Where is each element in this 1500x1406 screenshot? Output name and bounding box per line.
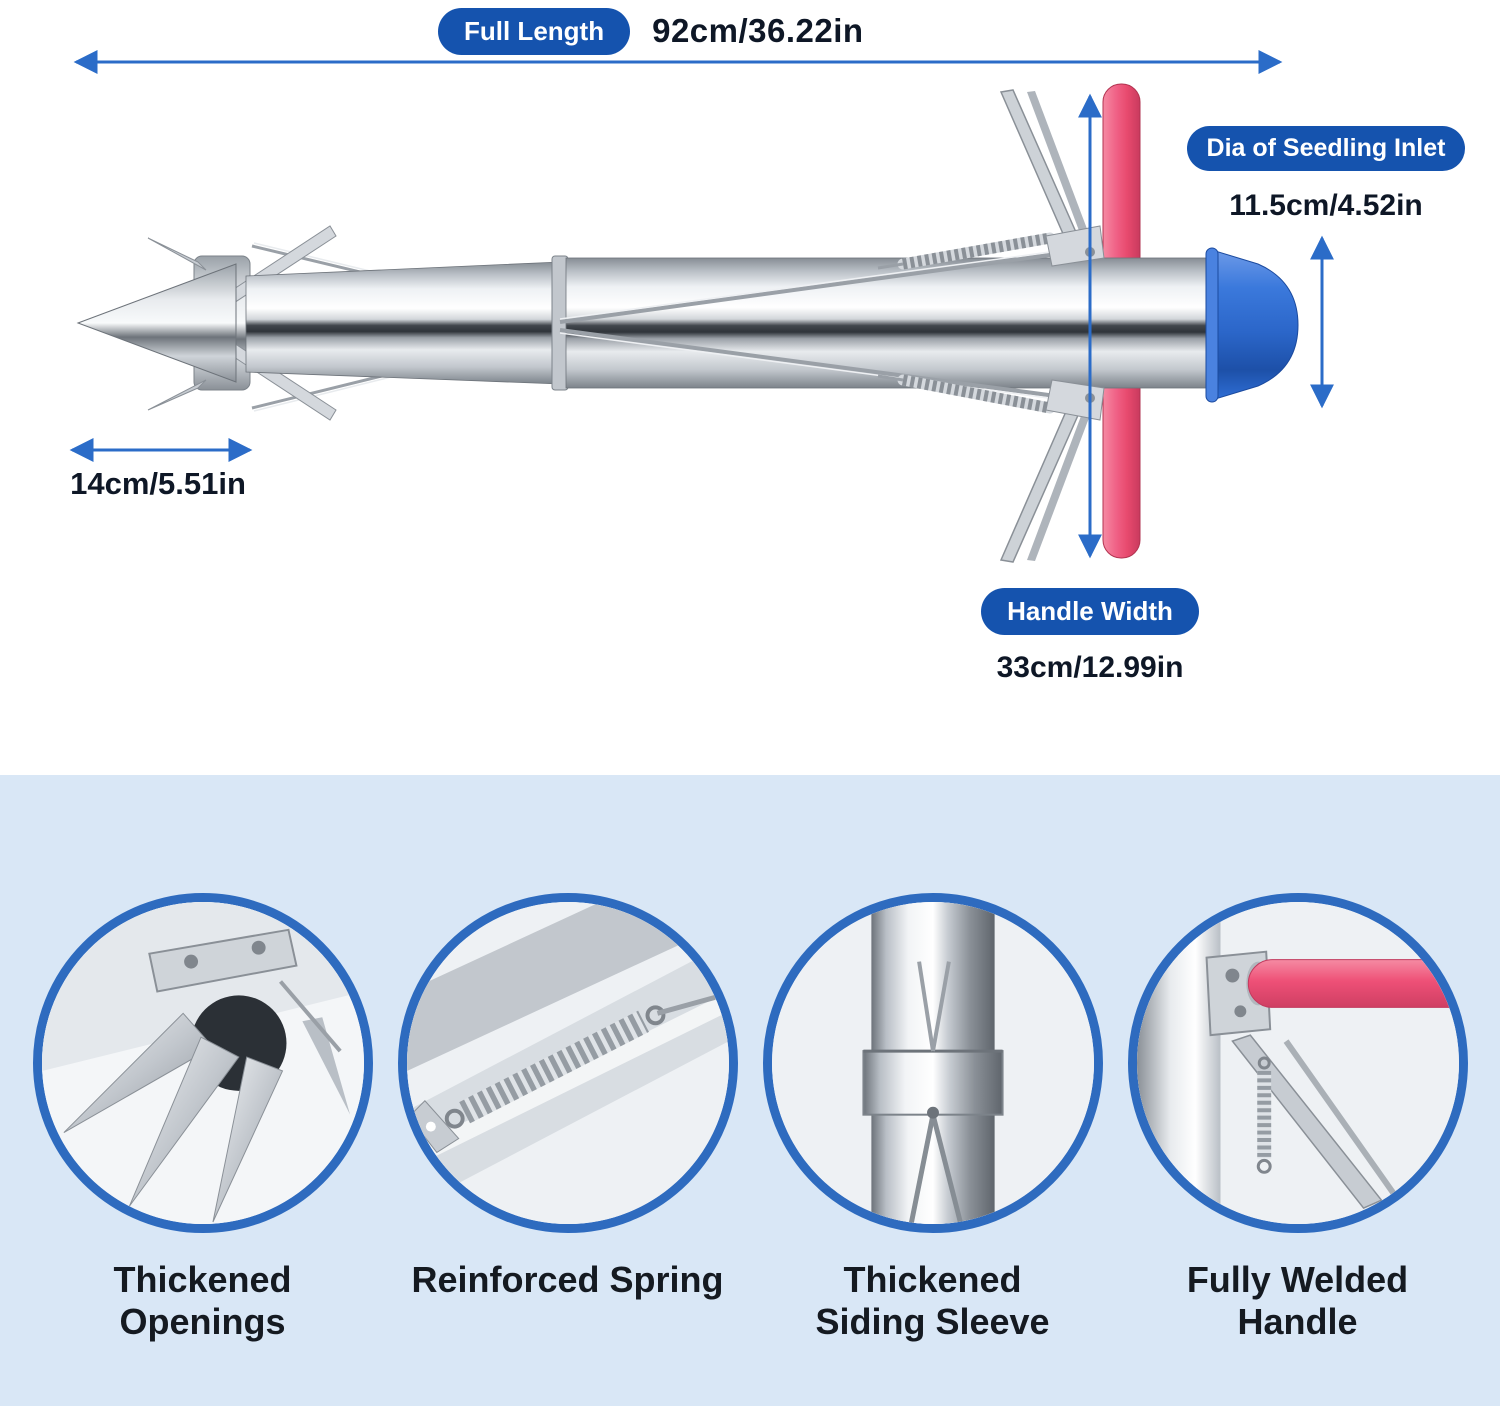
seedling-inlet-callout: Dia of Seedling Inlet 11.5cm/4.52in xyxy=(1186,126,1466,223)
feature-label: Reinforced Spring xyxy=(411,1259,724,1300)
full-length-badge: Full Length xyxy=(438,8,631,55)
handle-width-badge: Handle Width xyxy=(981,588,1199,635)
measurement-arrows xyxy=(69,50,1334,559)
feature-label: Thickened Openings xyxy=(113,1259,292,1343)
spring-detail-illustration xyxy=(406,902,729,1224)
dimension-diagram: Full Length 92cm/36.22in 14cm/5.51in Dia… xyxy=(69,8,1466,685)
full-length-callout: Full Length 92cm/36.22in xyxy=(438,8,864,55)
handle-weld-illustration xyxy=(1136,902,1459,1224)
feature-thickened-openings: Thickened Openings xyxy=(30,893,375,1406)
handle-width-callout: Handle Width 33cm/12.99in xyxy=(976,588,1204,685)
seedling-inlet-badge: Dia of Seedling Inlet xyxy=(1186,126,1466,172)
feature-label: Thickened Siding Sleeve xyxy=(815,1259,1050,1343)
seedling-transplanter-illustration xyxy=(76,83,1299,563)
sleeve-detail-illustration xyxy=(771,902,1094,1224)
feature-reinforced-spring: Reinforced Spring xyxy=(395,893,740,1406)
feature-label: Fully Welded Handle xyxy=(1186,1259,1409,1343)
feature-photo-thickened-openings xyxy=(32,893,373,1233)
feature-strip: Thickened Openings Reinfo xyxy=(0,775,1500,1406)
seedling-inlet-value: 11.5cm/4.52in xyxy=(1229,189,1423,223)
feature-photo-welded-handle xyxy=(1127,893,1468,1233)
feature-photo-siding-sleeve xyxy=(762,893,1103,1233)
handle-width-value: 33cm/12.99in xyxy=(996,650,1184,684)
feature-thickened-siding-sleeve: Thickened Siding Sleeve xyxy=(760,893,1105,1406)
full-length-value: 92cm/36.22in xyxy=(652,12,864,50)
tip-length-value: 14cm/5.51in xyxy=(70,466,246,501)
feature-fully-welded-handle: Fully Welded Handle xyxy=(1125,893,1470,1406)
feature-photo-reinforced-spring xyxy=(397,893,738,1233)
seedling-funnel xyxy=(1205,247,1299,403)
tip-detail-illustration xyxy=(41,902,364,1224)
main-tube xyxy=(565,257,1221,389)
planter-tip xyxy=(76,263,237,383)
linkage-rods xyxy=(559,246,1087,404)
